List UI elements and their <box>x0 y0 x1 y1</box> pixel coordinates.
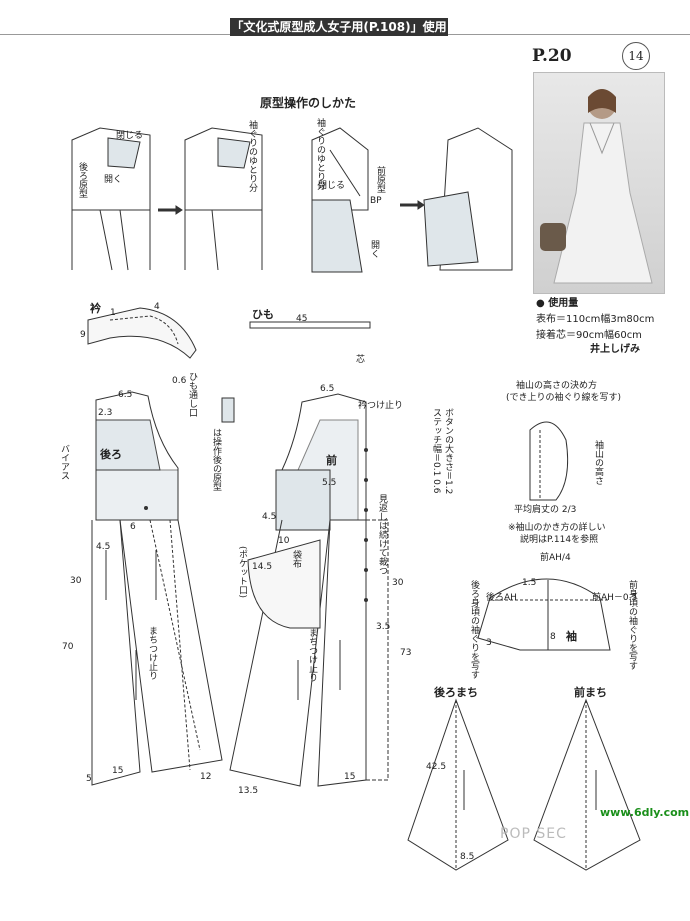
label-back-block: 後ろ原型 <box>77 162 87 198</box>
page-number: 14 <box>622 42 650 70</box>
label-back-gusset: 後ろまち <box>434 686 478 699</box>
label-avg-shoulder: 平均肩丈の 2/3 <box>514 505 577 515</box>
label-tie-loop: ひも通し口 <box>187 372 197 417</box>
label-button-info: ボタンの大きさ＝1.2 <box>443 408 453 495</box>
page-reference: P.20 <box>532 46 572 66</box>
material-info: ● 使用量 表布＝110cm幅3m80cm 接着芯＝90cm幅60cm <box>536 296 654 344</box>
section-title: 原型操作のしかた <box>260 96 357 110</box>
material-interfacing: 接着芯＝90cm幅60cm <box>536 330 642 341</box>
block-op-1 <box>71 127 151 211</box>
label-back-ah: 後ろAH <box>486 593 517 603</box>
pocket-bag <box>247 539 321 629</box>
measure-gusset-8-5: 8.5 <box>460 852 475 862</box>
measure-collar-4: 4 <box>154 302 160 312</box>
measure-front-5-5: 5.5 <box>322 478 337 488</box>
measure-back-12: 12 <box>200 772 212 782</box>
label-gusset-stop-1: まちつけ止り <box>147 626 157 680</box>
front-skirt-right <box>317 519 367 787</box>
measure-collar-9: 9 <box>80 330 86 340</box>
label-front-block: 前原型 <box>375 166 385 193</box>
label-sleeve-cap-sub: (でき上りの袖ぐり線を写す) <box>506 393 622 403</box>
measure-back-4-5: 4.5 <box>96 542 111 552</box>
watermark: POP SEC <box>500 826 567 842</box>
label-front-ah-minus: 前AH－0.5 <box>592 593 638 603</box>
measure-sleeve-3: 3 <box>486 638 492 648</box>
measure-front-14-5: 14.5 <box>252 562 273 572</box>
measure-front-13-5: 13.5 <box>238 786 259 796</box>
measure-front-15: 15 <box>344 772 356 782</box>
label-sleeve: 袖 <box>566 630 577 643</box>
label-bias: バイアス <box>59 444 69 480</box>
measure-front-6-5: 6.5 <box>320 384 335 394</box>
label-bp: BP <box>370 196 382 206</box>
measure-back-6-5: 6.5 <box>118 390 133 400</box>
label-close-1: 閉じる <box>116 131 144 141</box>
block-op-2 <box>184 127 263 211</box>
label-sleeve-note: ※袖山のかき方の詳しい <box>508 523 606 533</box>
measure-back-15: 15 <box>112 766 124 776</box>
label-copy-front-armhole: 前身頃の袖ぐりを写す <box>627 580 637 670</box>
measure-collar-0-6: 0.6 <box>172 376 187 386</box>
label-sleeve-cap-title: 袖山の高さの決め方 <box>516 381 598 391</box>
block-op-3 <box>311 127 369 211</box>
measure-front-3-5: 3.5 <box>376 622 391 632</box>
label-ah-fraction: 前AH/4 <box>540 553 571 563</box>
label-sleeve-cap-height: 袖山の高さ <box>593 440 603 485</box>
material-heading: ● 使用量 <box>536 298 579 309</box>
label-armhole-ease-1: 袖ぐりのゆとり分 <box>247 120 257 192</box>
measure-gusset-42-5: 42.5 <box>426 762 447 772</box>
label-after-op: は操作後の原型 <box>211 428 221 491</box>
label-collar: 衿 <box>90 302 101 315</box>
measure-back-2-3: 2.3 <box>98 408 113 418</box>
label-armhole-ease-2: 袖ぐりのゆとり分 <box>315 118 325 190</box>
label-front-gusset: 前まち <box>574 686 607 699</box>
measure-front-30: 30 <box>392 578 404 588</box>
label-collar-attach: 衿つけ止り <box>358 401 404 411</box>
header-title: 「文化式原型成人女子用(P.108)」使用 <box>230 18 448 36</box>
label-back: 後ろ <box>100 448 122 461</box>
label-open-1: 開く <box>104 175 123 185</box>
label-facing: 見返しは続けて裁つ <box>377 494 387 575</box>
measure-back-70: 70 <box>62 642 74 652</box>
measure-front-10: 10 <box>278 536 290 546</box>
back-skirt-left <box>91 519 141 786</box>
back-gusset <box>407 698 509 871</box>
measure-front-73: 73 <box>400 648 412 658</box>
measure-sleeve-1-5: 1.5 <box>522 578 537 588</box>
measure-back-5: 5 <box>86 774 92 784</box>
label-open-2: 開く <box>369 240 379 258</box>
label-core: 芯 <box>356 355 366 365</box>
model-photo <box>533 72 665 294</box>
after-op-swatch <box>221 397 235 423</box>
label-copy-back-armhole: 後ろ身頃の袖ぐりを写す <box>469 580 479 679</box>
back-skirt-right <box>119 519 223 773</box>
closed-dart-1 <box>107 137 141 169</box>
label-gusset-stop-2: まちつけ止り <box>307 628 317 682</box>
label-front: 前 <box>326 454 337 467</box>
material-fabric: 表布＝110cm幅3m80cm <box>536 314 655 325</box>
front-gusset <box>533 698 641 871</box>
facing <box>366 519 389 781</box>
measure-tie-45: 45 <box>296 314 308 324</box>
label-sleeve-note-2: 説明はP.114を参照 <box>520 535 599 545</box>
site-url: www.6dly.com <box>600 806 690 819</box>
label-pocket-mouth: (ポケット口) <box>237 546 247 599</box>
sleeve-piece <box>477 578 611 651</box>
measure-back-6: 6 <box>130 522 136 532</box>
label-tie: ひも <box>252 308 274 321</box>
measure-collar-1: 1 <box>110 308 116 318</box>
designer-name: 井上しげみ <box>590 344 640 355</box>
collar-piece <box>87 307 197 359</box>
model-illustration <box>540 89 653 284</box>
front-skirt-left <box>229 519 331 787</box>
label-stitch-width: ステッチ幅＝0.1 0.6 <box>431 408 441 494</box>
tie-piece <box>249 321 371 329</box>
label-close-2: 閉じる <box>318 181 346 191</box>
measure-front-4-5: 4.5 <box>262 512 277 522</box>
measure-back-30: 30 <box>70 576 82 586</box>
measure-sleeve-8: 8 <box>550 632 556 642</box>
sleeve-cap-diagram <box>529 421 569 501</box>
label-pocket: 袋布 <box>291 550 301 568</box>
